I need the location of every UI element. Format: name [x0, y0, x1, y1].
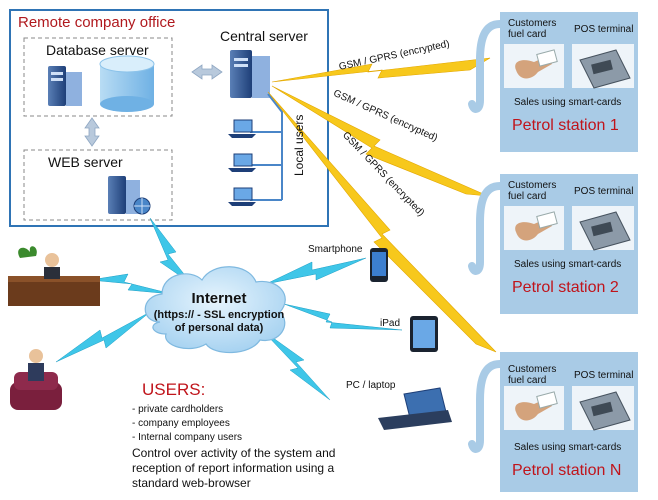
users-title: USERS:	[142, 380, 206, 399]
central-server-label: Central server	[220, 28, 308, 44]
web-server-icon	[108, 176, 151, 215]
internet-subtitle-1: (https:// - SSL encryption	[153, 309, 285, 321]
office-frame	[9, 9, 329, 227]
pc-laptop-label: PC / laptop	[346, 380, 396, 391]
station-name-2: Petrol station 2	[512, 279, 619, 296]
station-name-n: Petrol station N	[512, 462, 622, 479]
pos-terminal-label: POS terminal	[574, 186, 634, 197]
pos-terminal-label: POS terminal	[574, 24, 634, 35]
gsm-link-lightning	[267, 57, 497, 353]
sales-label: Sales using smart-cards	[514, 442, 622, 453]
station-panel-1	[468, 12, 638, 152]
internet-subtitle-2: of personal data)	[174, 322, 264, 334]
fuel-card-label: Customers fuel card	[508, 180, 557, 202]
local-users-label: Local users	[292, 114, 306, 176]
database-cylinder-icon	[99, 55, 155, 112]
db-web-arrow-icon	[84, 117, 100, 147]
desk-user-icon	[8, 246, 100, 306]
users-item: - private cardholders	[132, 404, 224, 415]
ipad-label: iPad	[380, 318, 401, 329]
db-central-arrow-icon	[191, 64, 223, 80]
sales-label: Sales using smart-cards	[514, 259, 622, 270]
ipad-icon	[410, 316, 438, 352]
users-description: Control over activity of the system and …	[132, 446, 336, 490]
database-server-label: Database server	[46, 42, 149, 58]
smartphone-label: Smartphone	[308, 244, 363, 255]
local-users-tree	[250, 93, 283, 201]
station-name-1: Petrol station 1	[512, 117, 619, 134]
internet-cloud-icon	[144, 266, 286, 354]
users-item: - company employees	[132, 418, 230, 429]
internet-link-lightning	[55, 217, 403, 401]
web-box	[23, 149, 173, 221]
fuel-card-label: Customers fuel card	[508, 18, 557, 40]
users-item: - Internal company users	[132, 432, 243, 443]
fuel-card-label: Customers fuel card	[508, 364, 557, 386]
office-title: Remote company office	[18, 14, 176, 31]
internet-title: Internet	[191, 290, 247, 307]
smartphone-icon	[370, 248, 388, 282]
database-box	[23, 37, 173, 117]
central-server-icon	[230, 50, 270, 98]
station-panel-2	[468, 174, 638, 314]
pos-terminal-label: POS terminal	[574, 370, 634, 381]
web-server-label: WEB server	[48, 154, 123, 170]
laptop-icon	[228, 119, 256, 206]
database-server-icon	[48, 66, 82, 106]
sales-label: Sales using smart-cards	[514, 97, 622, 108]
pc-laptop-icon	[378, 387, 452, 430]
armchair-user-icon	[10, 349, 62, 410]
station-panel-n	[468, 352, 638, 492]
